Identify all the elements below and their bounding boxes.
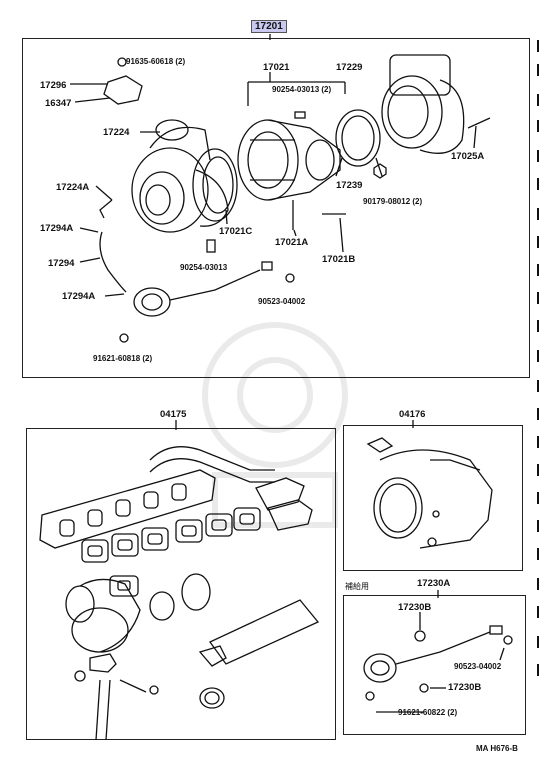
supply-note: 補給用	[345, 582, 369, 591]
part-label-91621-60818[interactable]: 91621-60818 (2)	[93, 354, 153, 363]
part-label-90254-03013-2[interactable]: 90254-03013 (2)	[272, 85, 332, 94]
turbine-housing	[381, 54, 465, 154]
part-label-17294A-top[interactable]: 17294A	[40, 223, 74, 234]
part-label-17021[interactable]: 17021	[263, 62, 290, 73]
assembly-part-number[interactable]: 17201	[251, 20, 287, 33]
part-label-90523-04002[interactable]: 90523-04002	[258, 297, 306, 306]
part-label-91635-60618[interactable]: 91635-60618 (2)	[126, 57, 186, 66]
actuator-17230A-frame	[343, 595, 526, 735]
part-label-17025A[interactable]: 17025A	[451, 151, 485, 162]
wastegate-actuator	[133, 261, 273, 317]
compressor-housing	[131, 119, 229, 233]
center-cartridge	[237, 119, 341, 201]
part-label-17239[interactable]: 17239	[336, 180, 363, 191]
part-label-17021A[interactable]: 17021A	[275, 237, 309, 248]
part-label-17021C[interactable]: 17021C	[219, 226, 253, 237]
part-label-17229[interactable]: 17229	[336, 62, 363, 73]
part-label-90523-04002-b[interactable]: 90523-04002	[454, 662, 502, 671]
part-label-17230B-top[interactable]: 17230B	[398, 602, 432, 613]
part-label-17230A[interactable]: 17230A	[417, 578, 451, 589]
part-label-17224A[interactable]: 17224A	[56, 182, 90, 193]
part-label-17230B-bottom[interactable]: 17230B	[448, 682, 482, 693]
gasket-kit-04175-frame	[26, 428, 336, 740]
main-assembly-frame	[22, 38, 530, 378]
part-label-17294[interactable]: 17294	[48, 258, 75, 269]
part-label-17296[interactable]: 17296	[40, 80, 67, 91]
part-label-04175[interactable]: 04175	[160, 409, 187, 420]
part-label-91621-60822[interactable]: 91621-60822 (2)	[398, 708, 458, 717]
part-label-16347[interactable]: 16347	[45, 98, 72, 109]
gasket-kit-04176-frame	[343, 425, 523, 571]
part-label-17224[interactable]: 17224	[103, 127, 130, 138]
part-label-90254-03013[interactable]: 90254-03013	[180, 263, 228, 272]
part-label-17021B[interactable]: 17021B	[322, 254, 356, 265]
part-label-04176[interactable]: 04176	[399, 409, 426, 420]
part-label-90179-08012[interactable]: 90179-08012 (2)	[363, 197, 423, 206]
part-label-17294A-bottom[interactable]: 17294A	[62, 291, 96, 302]
figure-reference: MA H676-B	[476, 744, 518, 753]
